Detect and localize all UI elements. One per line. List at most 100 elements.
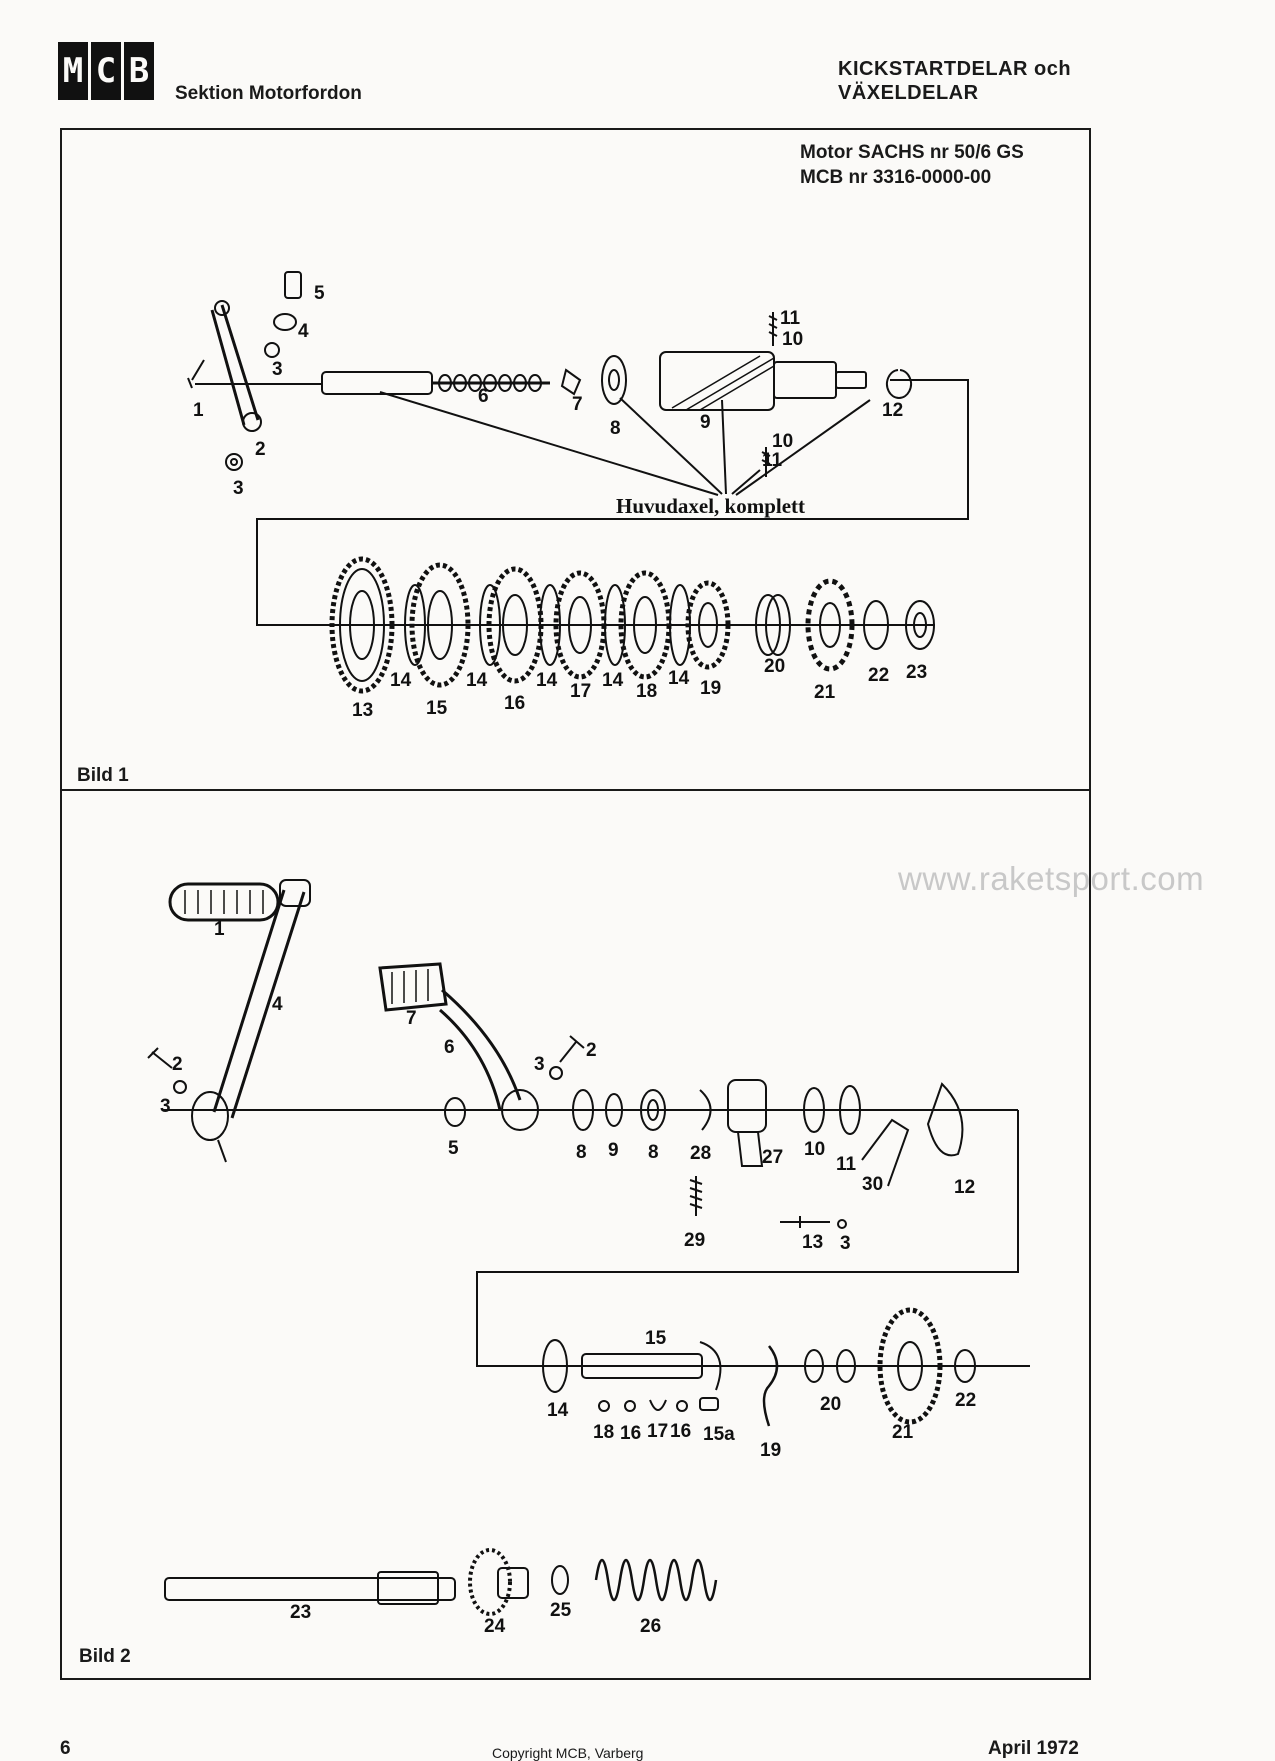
fig2-label-23: 23 xyxy=(290,1602,311,1623)
fig1-part2-lever xyxy=(210,304,260,426)
fig2-label-2b: 2 xyxy=(586,1040,597,1061)
motor-info-line2: MCB nr 3316-0000-00 xyxy=(800,167,992,188)
fig1-label-7: 7 xyxy=(572,394,583,415)
logo-letter-c: C xyxy=(91,42,121,100)
fig1-label-20: 20 xyxy=(764,656,785,677)
fig1-label-21: 21 xyxy=(814,682,836,703)
fig1-label-1: 1 xyxy=(193,400,204,421)
fig2-label-5: 5 xyxy=(448,1138,459,1159)
fig2-part21-gear xyxy=(877,1307,943,1425)
page-title: KICKSTARTDELAR och VÄXELDELAR xyxy=(838,57,1071,105)
fig1-label-3b: 3 xyxy=(272,359,283,380)
figure-divider xyxy=(60,789,1091,791)
fig1-part1-pin xyxy=(187,359,205,389)
motor-info: Motor SACHS nr 50/6 GS MCB nr 3316-0000-… xyxy=(800,140,1024,190)
fig1-label-4: 4 xyxy=(298,321,309,342)
fig2-label-12: 12 xyxy=(954,1177,975,1198)
fig1-label-14d: 14 xyxy=(602,670,624,691)
fig2-part12-plate xyxy=(926,1082,964,1157)
fig1-label-14a: 14 xyxy=(390,670,412,691)
fig2-label-16a: 16 xyxy=(620,1423,641,1444)
fig2-label-6: 6 xyxy=(444,1037,455,1058)
figure2-drawing xyxy=(147,879,1030,1616)
fig2-part19-spring xyxy=(762,1345,779,1427)
fig2-part6-arm xyxy=(439,988,522,1111)
fig1-gear-stack xyxy=(329,556,935,694)
fig2-label-15a: 15a xyxy=(703,1424,735,1445)
fig1-label-18: 18 xyxy=(636,681,657,702)
fig2-label-3c: 3 xyxy=(840,1233,851,1254)
fig2-label-18: 18 xyxy=(593,1422,614,1443)
page-number: 6 xyxy=(60,1738,71,1759)
fig2-label-26: 26 xyxy=(640,1616,661,1637)
fig1-label-11a: 11 xyxy=(780,308,801,329)
fig2-label-25: 25 xyxy=(550,1600,572,1621)
date: April 1972 xyxy=(988,1738,1079,1759)
fig1-label-22: 22 xyxy=(868,665,889,686)
copyright: Copyright MCB, Varberg xyxy=(492,1745,644,1761)
fig2-label-14: 14 xyxy=(547,1400,569,1421)
figure2-part-labels: 1 2 3 4 7 6 3 2 5 8 9 8 28 27 10 11 12 3… xyxy=(160,919,976,1637)
fig2-part23-shaft xyxy=(164,1577,456,1601)
fig2-label-4: 4 xyxy=(272,994,283,1015)
figure1-label: Bild 1 xyxy=(77,765,129,786)
fig2-part15-shaft xyxy=(581,1353,703,1379)
fig2-label-30: 30 xyxy=(862,1174,883,1195)
motor-info-line1: Motor SACHS nr 50/6 GS xyxy=(800,142,1024,163)
fig1-label-3a: 3 xyxy=(233,478,244,499)
fig1-label-6: 6 xyxy=(478,386,489,407)
section-label: Sektion Motorfordon xyxy=(175,83,362,104)
fig2-label-15: 15 xyxy=(645,1328,667,1349)
fig2-label-7: 7 xyxy=(406,1008,417,1029)
mcb-logo: M C B xyxy=(58,42,154,100)
figure2-label: Bild 2 xyxy=(79,1646,131,1667)
fig1-label-5: 5 xyxy=(314,283,325,304)
fig2-label-3a: 3 xyxy=(160,1096,171,1117)
fig2-part4-lever xyxy=(212,889,306,1119)
fig2-label-13: 13 xyxy=(802,1232,823,1253)
fig1-part6-shaft xyxy=(321,371,433,395)
fig2-part27-selector xyxy=(727,1079,767,1133)
fig2-label-29: 29 xyxy=(684,1230,705,1251)
fig2-label-16b: 16 xyxy=(670,1421,691,1442)
fig1-assembly-label: Huvudaxel, komplett xyxy=(616,494,805,518)
fig1-label-14e: 14 xyxy=(668,668,690,689)
fig1-label-15: 15 xyxy=(426,698,448,719)
fig2-label-21: 21 xyxy=(892,1422,914,1443)
figure1-part-labels: 1 2 3 3 4 5 6 7 8 9 10 11 10 11 12 13 14… xyxy=(193,283,927,721)
fig2-label-10: 10 xyxy=(804,1139,825,1160)
fig2-label-27: 27 xyxy=(762,1147,783,1168)
page-title-line1: KICKSTARTDELAR och xyxy=(838,58,1072,80)
fig2-label-3b: 3 xyxy=(534,1054,545,1075)
fig1-label-13: 13 xyxy=(352,700,373,721)
fig2-part7-pedal xyxy=(378,962,448,1012)
fig1-label-9: 9 xyxy=(700,412,711,433)
fig1-label-14c: 14 xyxy=(536,670,558,691)
fig2-part24-ratchet xyxy=(468,1548,512,1616)
figure1-drawing xyxy=(187,271,969,694)
fig2-label-8b: 8 xyxy=(648,1142,659,1163)
fig2-label-28: 28 xyxy=(690,1143,711,1164)
fig2-label-20: 20 xyxy=(820,1394,841,1415)
logo-letter-b: B xyxy=(124,42,154,100)
fig1-label-2: 2 xyxy=(255,439,266,460)
fig2-label-22: 22 xyxy=(955,1390,976,1411)
fig1-loop-line xyxy=(256,379,969,626)
fig1-label-8: 8 xyxy=(610,418,621,439)
fig1-part12-circlip xyxy=(886,369,912,399)
watermark: www.raketsport.com xyxy=(898,860,1205,897)
fig2-label-17: 17 xyxy=(647,1421,668,1442)
diagram-frame xyxy=(60,128,1091,1680)
fig1-label-10a: 10 xyxy=(782,329,803,350)
fig2-label-1: 1 xyxy=(214,919,225,940)
fig1-label-12: 12 xyxy=(882,400,903,421)
fig1-label-10b: 10 xyxy=(772,431,793,452)
fig2-part26-spring xyxy=(594,1558,718,1602)
fig1-label-23: 23 xyxy=(906,662,927,683)
fig2-label-2a: 2 xyxy=(172,1054,183,1075)
fig1-label-19: 19 xyxy=(700,678,721,699)
fig1-label-16: 16 xyxy=(504,693,525,714)
fig2-part1-grip xyxy=(168,882,280,922)
fig1-label-11b: 11 xyxy=(762,450,783,471)
